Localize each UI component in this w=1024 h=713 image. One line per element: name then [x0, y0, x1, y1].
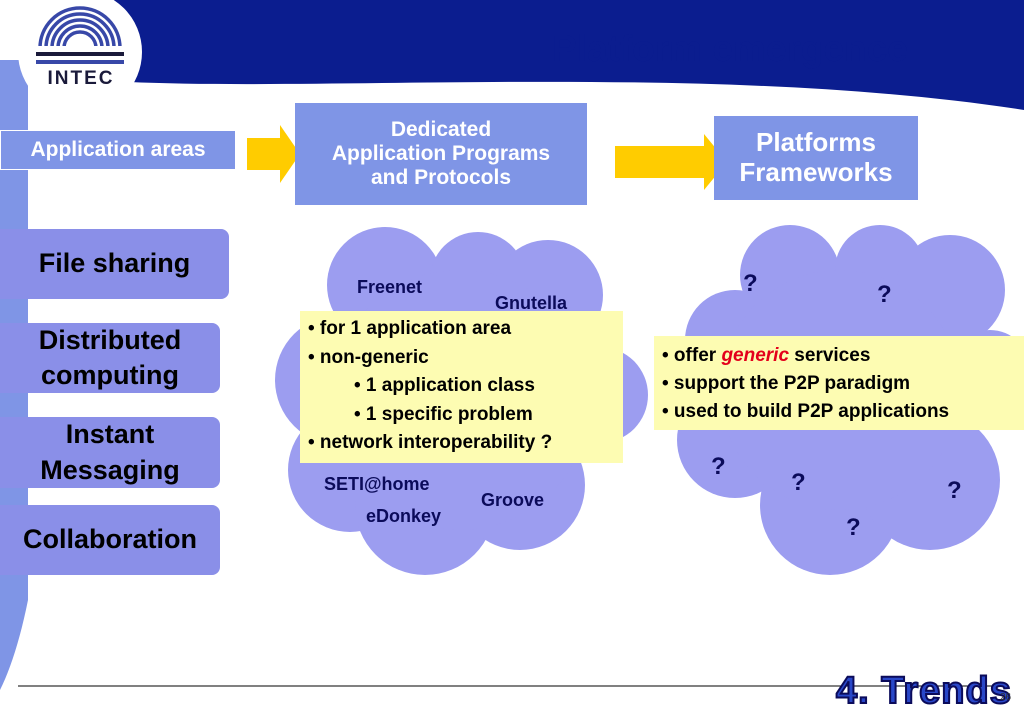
question-mark-2: ? [877, 281, 892, 308]
question-mark-1: ? [743, 270, 758, 297]
bullet-interoperability: • network interoperability ? [308, 432, 553, 453]
offer-prefix: • offer [662, 345, 722, 366]
label-seti: SETI@home [324, 474, 430, 494]
dedicated-programs-box: Dedicated Application Programs and Proto… [295, 103, 587, 205]
dedicated-line-3: and Protocols [370, 166, 512, 190]
category-distributed-computing: Distributed computing [0, 323, 220, 393]
generic-word: generic [721, 345, 790, 366]
bullet-p2p-paradigm: • support the P2P paradigm [662, 373, 911, 394]
platforms-line: Platforms [756, 127, 876, 158]
dedicated-characteristics-note: • for 1 application area • non-generic •… [300, 311, 623, 463]
page-title: Platform emergence [552, 28, 908, 69]
label-edonkey: eDonkey [366, 506, 442, 526]
label-groove: Groove [481, 490, 545, 510]
bullet-one-problem: • 1 specific problem [354, 403, 533, 425]
arrow-1 [247, 125, 300, 183]
offer-suffix: services [789, 345, 871, 366]
bullet-one-area: • for 1 application area [308, 318, 512, 339]
question-mark-4: ? [791, 469, 806, 496]
dedicated-line-2: Application Programs [331, 141, 551, 165]
section-label-trends: 4. Trends [835, 669, 1012, 713]
question-mark-3: ? [711, 453, 726, 480]
bullet-build-p2p: • used to build P2P applications [662, 401, 950, 422]
question-mark-6: ? [846, 514, 861, 541]
platform-characteristics-note: • offer generic services • support the P… [654, 336, 1024, 430]
bullet-non-generic: • non-generic [308, 346, 429, 368]
arrow-2 [615, 134, 727, 190]
question-mark-5: ? [947, 477, 962, 504]
category-collaboration: Collaboration [0, 505, 220, 575]
category-instant-messaging: Instant Messaging [0, 417, 220, 488]
frameworks-line: Frameworks [739, 157, 893, 187]
bullet-one-class: • 1 application class [354, 375, 535, 396]
application-areas-box: Application areas [0, 130, 236, 170]
page-number: 26 [1000, 692, 1012, 703]
logo-text: INTEC [47, 68, 115, 89]
platforms-frameworks-box: Platforms Frameworks [714, 116, 918, 200]
dedicated-line-1: Dedicated [390, 117, 492, 141]
bullet-offer-generic: • offer generic services [662, 342, 1016, 370]
application-areas-label: Application areas [30, 137, 206, 161]
label-gnutella: Gnutella [495, 293, 568, 313]
title-banner [95, 0, 1024, 110]
intec-logo [18, 0, 142, 114]
category-file-sharing: File sharing [0, 229, 229, 299]
label-freenet: Freenet [357, 277, 423, 297]
